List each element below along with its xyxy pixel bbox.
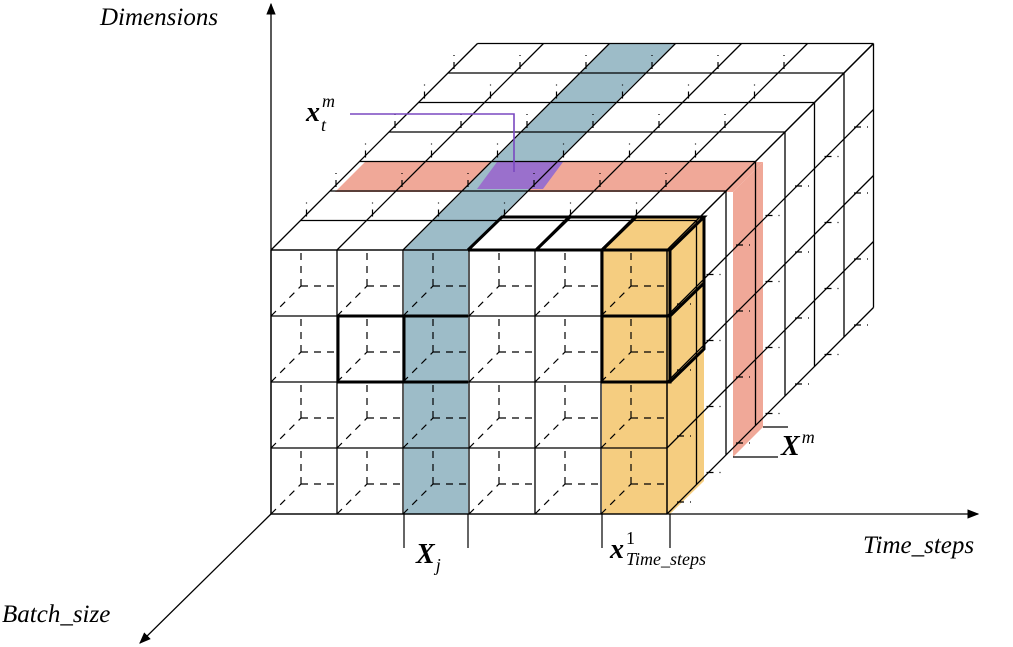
x1-side-outline (668, 217, 706, 384)
row-top-div-2 (600, 215, 638, 252)
X-m-base: X (780, 431, 801, 462)
x-timesteps-1-sub: Time_steps (626, 549, 706, 569)
time-steps-label: Time_steps (863, 532, 974, 559)
X-j-sub: j (434, 555, 441, 575)
mid-box-outline (336, 316, 468, 384)
x-t-m-sup: m (322, 91, 335, 111)
hidden-depth-edge (468, 483, 500, 515)
side-row-line (666, 307, 874, 515)
hidden-depth-edge (270, 483, 302, 515)
x-timesteps-1-base: x (609, 534, 624, 565)
side-row-line (666, 241, 874, 449)
x-timesteps-1-sup: 1 (626, 528, 635, 548)
batch-size-axis (139, 513, 272, 644)
row-top-outline (466, 215, 704, 252)
hidden-depth-edge (534, 483, 566, 515)
X-m-sup: m (802, 427, 815, 447)
bold-edges (336, 215, 708, 384)
hidden-depth-edge (270, 285, 302, 317)
dimensions-label: Dimensions (99, 4, 218, 31)
x-t-m-base: x (305, 97, 320, 128)
bracket-ticks (403, 426, 788, 548)
hidden-depth-edge (336, 351, 368, 383)
top-column-line (336, 43, 544, 251)
hidden-depth-edge (534, 351, 566, 383)
top-column-line (402, 43, 610, 251)
X-j-base: X (415, 539, 436, 570)
row-top-div-1 (534, 215, 572, 252)
hidden-depth-edge (534, 285, 566, 317)
hidden-depth-edge (336, 417, 368, 449)
hidden-depth-edge (270, 417, 302, 449)
X-j-label: Xj (415, 539, 441, 575)
hidden-depth-edge (468, 417, 500, 449)
xtm-leader-line (350, 113, 515, 172)
side-row-line (666, 175, 874, 383)
x1-side-mid (668, 281, 706, 318)
axes (139, 2, 980, 644)
xj-top-strip (404, 44, 674, 250)
hidden-depth-edge (270, 351, 302, 383)
hidden-depth-edge (468, 285, 500, 317)
hidden-depth-edge (534, 417, 566, 449)
hidden-depth-edge (336, 285, 368, 317)
side-row-line (666, 43, 874, 251)
hidden-depth-edge (336, 483, 368, 515)
xm-side-strip (733, 162, 763, 457)
hidden-depth-edge (468, 351, 500, 383)
x-t-m-sub: t (321, 115, 327, 135)
batch-size-label: Batch_size (2, 601, 110, 628)
top-column-line (270, 43, 478, 251)
xtm-cell (477, 162, 563, 189)
side-row-line (666, 109, 874, 317)
